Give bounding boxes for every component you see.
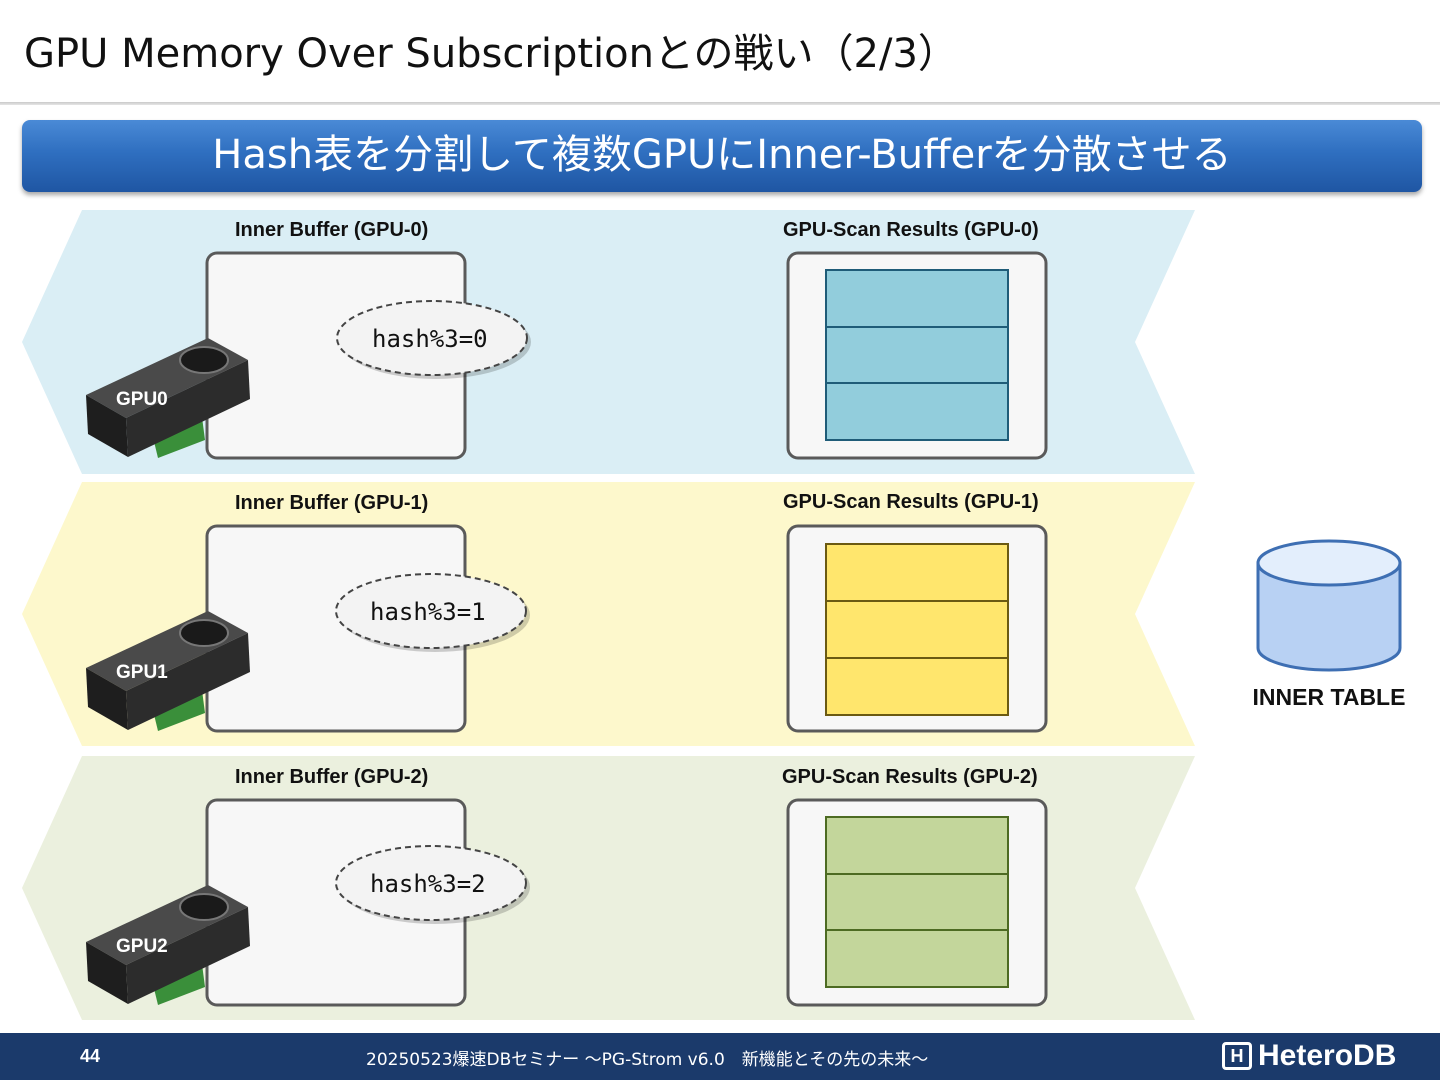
banner: Hash表を分割して複数GPUにInner-Bufferを分散させる xyxy=(22,120,1422,192)
inner-buffer-1-label: Inner Buffer (GPU-1) xyxy=(235,492,429,514)
logo-mark-icon: H xyxy=(1222,1042,1252,1070)
hash-ellipse-0 xyxy=(336,300,531,379)
scan-results-2-label: GPU-Scan Results (GPU-2) xyxy=(782,766,1038,788)
logo-text: HeteroDB xyxy=(1258,1039,1397,1072)
hash-ellipse-2 xyxy=(335,845,530,924)
heterodb-logo: H HeteroDB xyxy=(1222,1039,1397,1072)
gpu-card-2-icon xyxy=(86,885,250,1005)
footer-bar xyxy=(0,1033,1440,1080)
scan-results-0-rows xyxy=(825,269,1009,441)
inner-table-cylinder-icon xyxy=(1256,539,1402,672)
scan-results-2-rows xyxy=(825,816,1009,988)
title-divider xyxy=(0,102,1440,105)
gpu-label-1: GPU1 xyxy=(116,662,168,683)
gpu-label-2: GPU2 xyxy=(116,936,168,957)
scan-results-1-label: GPU-Scan Results (GPU-1) xyxy=(783,491,1039,513)
scan-results-0-label: GPU-Scan Results (GPU-0) xyxy=(783,219,1039,241)
inner-buffer-0-label: Inner Buffer (GPU-0) xyxy=(235,219,429,241)
hash-label-0: hash%3=0 xyxy=(372,325,488,353)
gpu-label-0: GPU0 xyxy=(116,389,168,410)
scan-results-1-rows xyxy=(825,543,1009,716)
gpu-card-1-icon xyxy=(86,611,250,731)
footer-caption: 20250523爆速DBセミナー ～PG-Strom v6.0 新機能とその先の… xyxy=(366,1050,929,1070)
gpu-card-0-icon xyxy=(86,338,250,458)
slide-title: GPU Memory Over Subscriptionとの戦い（2/3） xyxy=(24,31,958,77)
inner-table-label: INNER TABLE xyxy=(1252,684,1406,710)
hash-label-2: hash%3=2 xyxy=(370,870,486,898)
page-number: 44 xyxy=(80,1046,101,1066)
inner-buffer-2-label: Inner Buffer (GPU-2) xyxy=(235,766,429,788)
hash-label-1: hash%3=1 xyxy=(370,598,486,626)
hash-ellipse-1 xyxy=(335,573,530,652)
